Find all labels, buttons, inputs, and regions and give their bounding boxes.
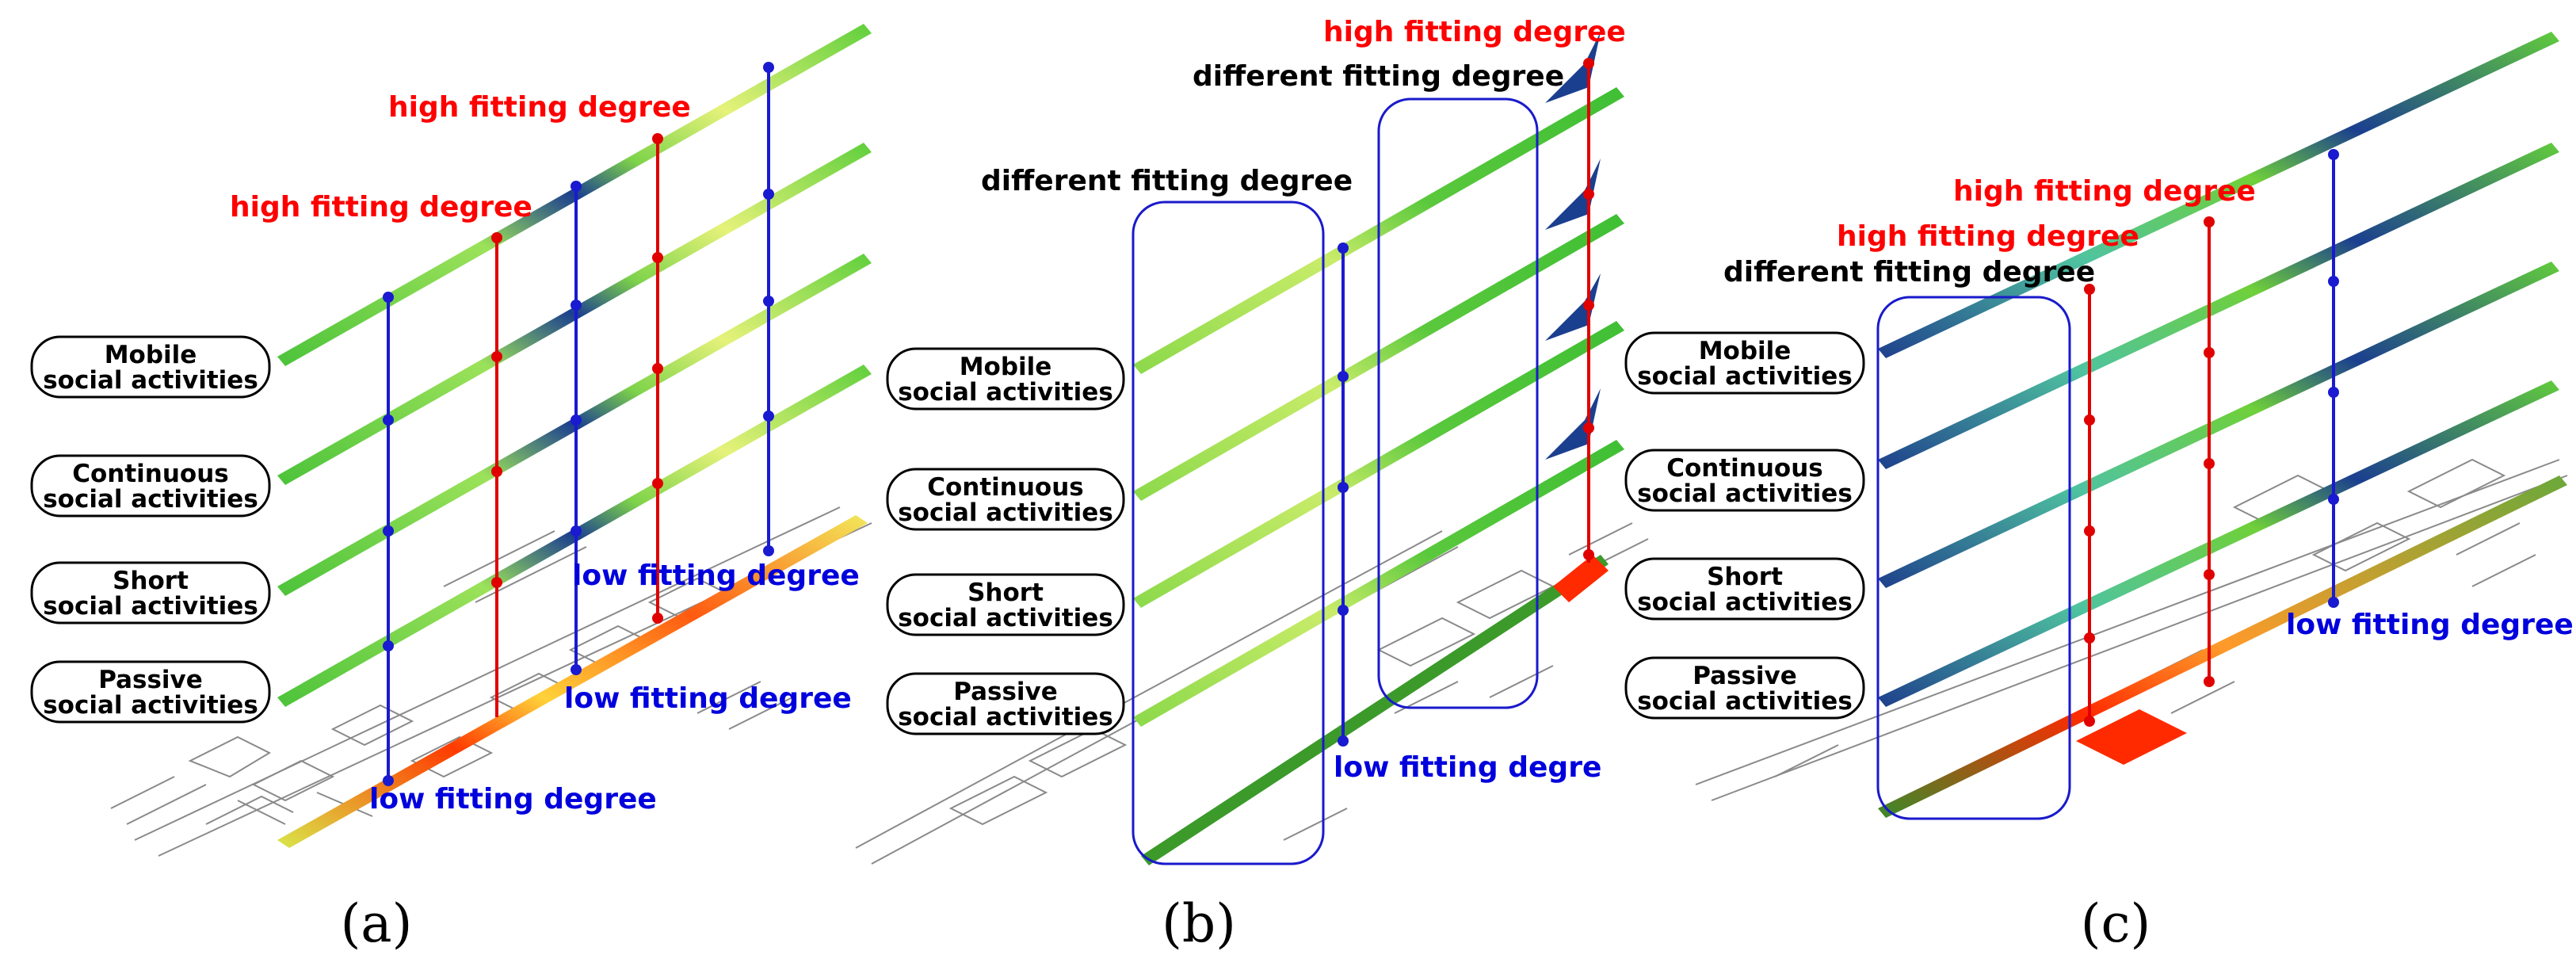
- panel-c-layer-passive: [1878, 380, 2559, 707]
- svg-text:Continuous: Continuous: [927, 473, 1084, 502]
- panel-c-layer-short: [1878, 262, 2559, 588]
- panel-c-nodes: [2084, 149, 2339, 727]
- svg-text:social activities: social activities: [898, 703, 1113, 731]
- panel-b-high-annotation-1: high fitting degree: [1323, 16, 1626, 48]
- panel-c-diff-annotation-1: different fitting degree: [1723, 256, 2095, 288]
- panel-b-base-surface: [1141, 555, 1609, 865]
- panel-b-label-short: Short social activities: [886, 573, 1125, 636]
- panel-c-hotspot: [2076, 709, 2187, 765]
- panel-a-label-continuous: Continuous social activities: [30, 454, 271, 518]
- svg-text:social activities: social activities: [1637, 588, 1853, 617]
- svg-text:Passive: Passive: [953, 678, 1058, 706]
- panel-b-diff-annotation-1: different fitting degree: [1193, 60, 1564, 93]
- panel-b-spikes: [1545, 32, 1601, 460]
- panel-b-diff-annotation-2: different fitting degree: [981, 165, 1353, 197]
- panel-c-layer-mobile: [1878, 32, 2559, 358]
- panel-b-connectors: [1341, 63, 1590, 741]
- svg-text:social activities: social activities: [43, 592, 258, 621]
- panel-a-high-annotation-1: high fitting degree: [388, 91, 691, 124]
- panel-c-label-short: Short social activities: [1624, 557, 1865, 621]
- panel-a-label-passive: Passive social activities: [30, 660, 271, 724]
- panel-a-label-mobile: Mobile social activities: [30, 335, 271, 399]
- svg-text:social activities: social activities: [43, 366, 258, 395]
- panel-b: Mobile social activities Continuous soci…: [855, 16, 1649, 954]
- panel-b-label: (b): [1162, 893, 1236, 954]
- panel-a-low-annotation-2: low fitting degree: [564, 682, 852, 715]
- panel-c-connectors: [2088, 155, 2335, 721]
- panel-a-high-annotation-2: high fitting degree: [230, 191, 532, 223]
- panel-a: Mobile social activities Continuous soci…: [30, 24, 872, 954]
- panel-a-base-surface: [277, 515, 868, 848]
- panel-a-low-annotation-3: low fitting degree: [369, 783, 657, 815]
- panel-c-high-annotation-2: high fitting degree: [1837, 220, 2139, 253]
- svg-text:Short: Short: [113, 567, 189, 595]
- panel-c-layer-continuous: [1878, 143, 2559, 469]
- panel-c-label-mobile: Mobile social activities: [1624, 331, 1865, 395]
- panel-b-nodes: [1338, 58, 1594, 747]
- panel-c-region-box: [1876, 296, 2071, 820]
- svg-text:social activities: social activities: [898, 498, 1113, 527]
- svg-text:Mobile: Mobile: [960, 353, 1052, 381]
- panel-c-label-passive: Passive social activities: [1624, 656, 1865, 720]
- panel-a-low-annotation-1: low fitting degree: [572, 560, 860, 592]
- panel-b-hotspot: [1553, 555, 1609, 602]
- svg-text:Passive: Passive: [98, 666, 203, 694]
- panel-c-high-annotation-1: high fitting degree: [1953, 175, 2256, 208]
- panel-b-region-box-2: [1377, 97, 1539, 709]
- svg-text:social activities: social activities: [898, 378, 1113, 407]
- svg-text:social activities: social activities: [43, 691, 258, 720]
- panel-b-low-annotation-1: low fitting degre: [1334, 751, 1601, 784]
- panel-a-connectors: [387, 67, 770, 781]
- svg-text:Mobile: Mobile: [1699, 337, 1792, 365]
- panel-a-label-short: Short social activities: [30, 561, 271, 625]
- svg-text:Mobile: Mobile: [105, 341, 197, 369]
- svg-text:social activities: social activities: [898, 604, 1113, 632]
- panel-c-base-surface: [1878, 476, 2567, 818]
- panel-a-basemap: [110, 506, 872, 857]
- panel-c: Mobile social activities Continuous soci…: [1624, 32, 2574, 954]
- panel-b-label-mobile: Mobile social activities: [886, 347, 1125, 411]
- panel-a-label: (a): [341, 893, 413, 954]
- svg-text:social activities: social activities: [1637, 362, 1853, 391]
- svg-text:Short: Short: [1707, 563, 1783, 591]
- svg-text:Short: Short: [967, 579, 1044, 607]
- panel-c-label-continuous: Continuous social activities: [1624, 449, 1865, 512]
- panel-b-region-box-1: [1132, 201, 1325, 865]
- panel-c-low-annotation-1: low fitting degree: [2286, 609, 2574, 641]
- svg-text:social activities: social activities: [1637, 479, 1853, 508]
- svg-text:social activities: social activities: [43, 485, 258, 514]
- panel-c-label: (c): [2081, 893, 2150, 954]
- panel-a-nodes: [383, 62, 774, 786]
- panel-b-label-passive: Passive social activities: [886, 672, 1125, 735]
- svg-text:Passive: Passive: [1693, 662, 1797, 690]
- panel-c-basemap: [1695, 458, 2568, 801]
- svg-text:Continuous: Continuous: [1666, 454, 1823, 483]
- svg-text:social activities: social activities: [1637, 687, 1853, 716]
- panel-b-label-continuous: Continuous social activities: [886, 468, 1125, 531]
- svg-text:Continuous: Continuous: [72, 460, 229, 488]
